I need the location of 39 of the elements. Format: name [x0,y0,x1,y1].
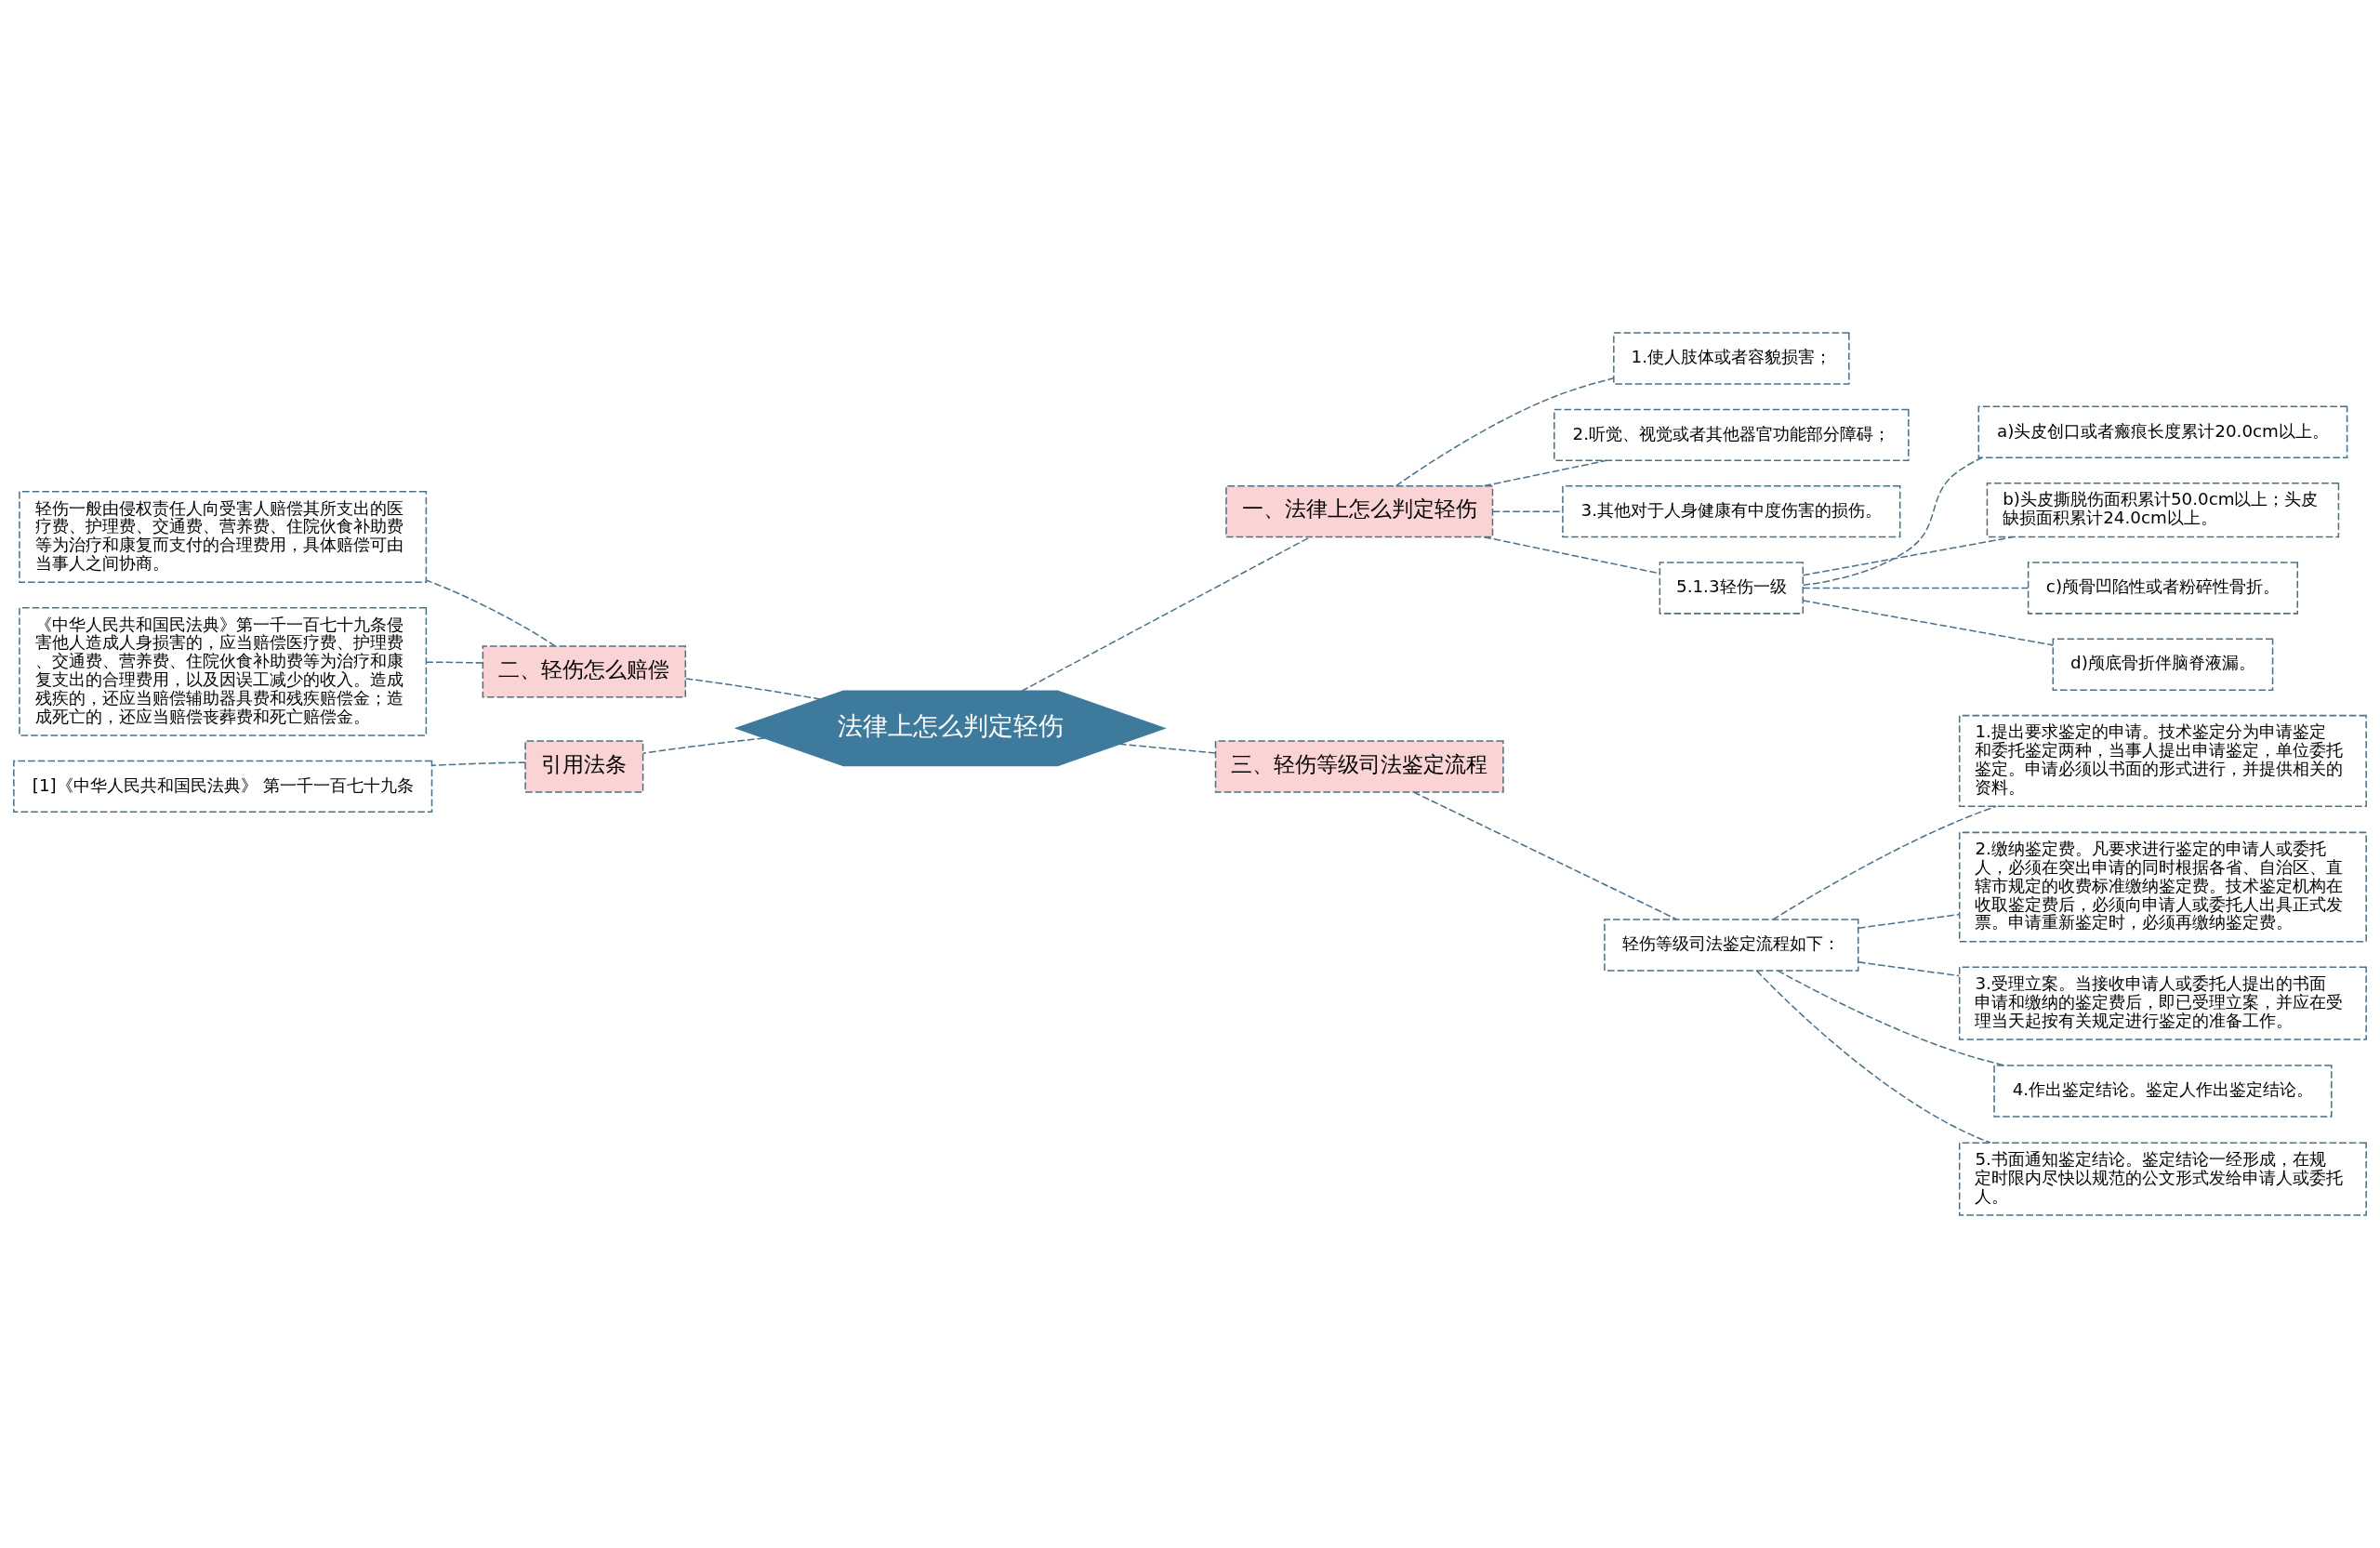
node-box: 2.缴纳鉴定费。凡要求进行鉴定的申请人或委托人，必须在突出申请的同时根据各省、自治区、直辖市规定的收费标准缴纳鉴定费。技术鉴定机构在收取鉴定费后，必须向申请人或委托人出具正式发票。申请重新鉴定时，必须再缴纳鉴定费。 [1958,831,2367,943]
connector [426,661,483,664]
node-box: b)头皮撕脱伤面积累计50.0cm以上；头皮缺损面积累计24.0cm以上。 [1986,482,2340,538]
node-box: 3.其他对于人身健康有中度伤害的损伤。 [1562,484,1901,538]
node-box: 一、法律上怎么判定轻伤 [1225,484,1494,538]
connector [431,761,526,767]
node-box: 5.1.3轻伤一级 [1659,562,1805,615]
connector [1802,456,1983,587]
connector [1858,913,1961,929]
connector [1772,805,1997,920]
node-box: 轻伤等级司法鉴定流程如下： [1604,919,1859,972]
connector [1858,961,1961,977]
connector [426,579,556,647]
node-box: c)颅骨凹陷性或者粉碎性骨折。 [2027,562,2298,615]
node-box: 引用法条 [524,740,644,793]
node-box: 4.作出鉴定结论。鉴定人作出鉴定结论。 [1993,1065,2333,1118]
node-box: 三、轻伤等级司法鉴定流程 [1214,740,1504,793]
connector [1802,536,2015,576]
connector [1802,587,2029,589]
node-box: 5.书面通知鉴定结论。鉴定结论一经形成，在规定时限内尽快以规范的公文形式发给申请人或委托人。 [1958,1142,2367,1216]
connector [1755,970,1991,1144]
connector [1777,970,2005,1066]
node-box: [1]《中华人民共和国民法典》 第一千一百七十九条 [13,760,433,814]
connector [1021,536,1311,692]
connector [642,737,765,754]
node-box: 二、轻伤怎么赔偿 [482,645,687,698]
node-box: 2.听觉、视觉或者其他器官功能部分障碍； [1554,408,1910,462]
connector [1118,743,1217,754]
node-box: d)颅底骨折伴脑脊液漏。 [2052,638,2274,691]
node-box: 轻伤一般由侵权责任人向受害人赔偿其所支出的医疗费、护理费、交通费、营养费、住院伙食补助费等为治疗和康复而支付的合理费用，具体赔偿可由当事人之间协商。 [19,491,428,584]
connector [1412,791,1678,920]
node-box: a)头皮创口或者瘢痕长度累计20.0cm以上。 [1977,405,2348,458]
node-box: 1.提出要求鉴定的申请。技术鉴定分为申请鉴定和委托鉴定两种，当事人提出申请鉴定，单位委托鉴定。申请必须以书面的形式进行，并提供相关的资料。 [1958,714,2367,807]
node-box: 1.使人肢体或者容貌损害； [1613,332,1850,385]
connector [1395,377,1615,487]
node-box: 《中华人民共和国民法典》第一千一百七十九条侵害他人造成人身损害的，应当赔偿医疗费、护理费、交通费、营养费、住院伙食补助费等为治疗和康复支出的合理费用，以及因误工减少的收入。造成残疾的，还应当赔偿辅助器具费和残疾赔偿金；造成死亡的，还应当赔偿丧葬费和死亡赔偿金。 [19,607,428,736]
node-box: 3.受理立案。当接收申请人或委托人提出的书面申请和缴纳的鉴定费后，即已受理立案，并应在受理当天起按有关规定进行鉴定的准备工作。 [1958,966,2367,1040]
connector [685,678,822,700]
connector [1802,600,2054,646]
